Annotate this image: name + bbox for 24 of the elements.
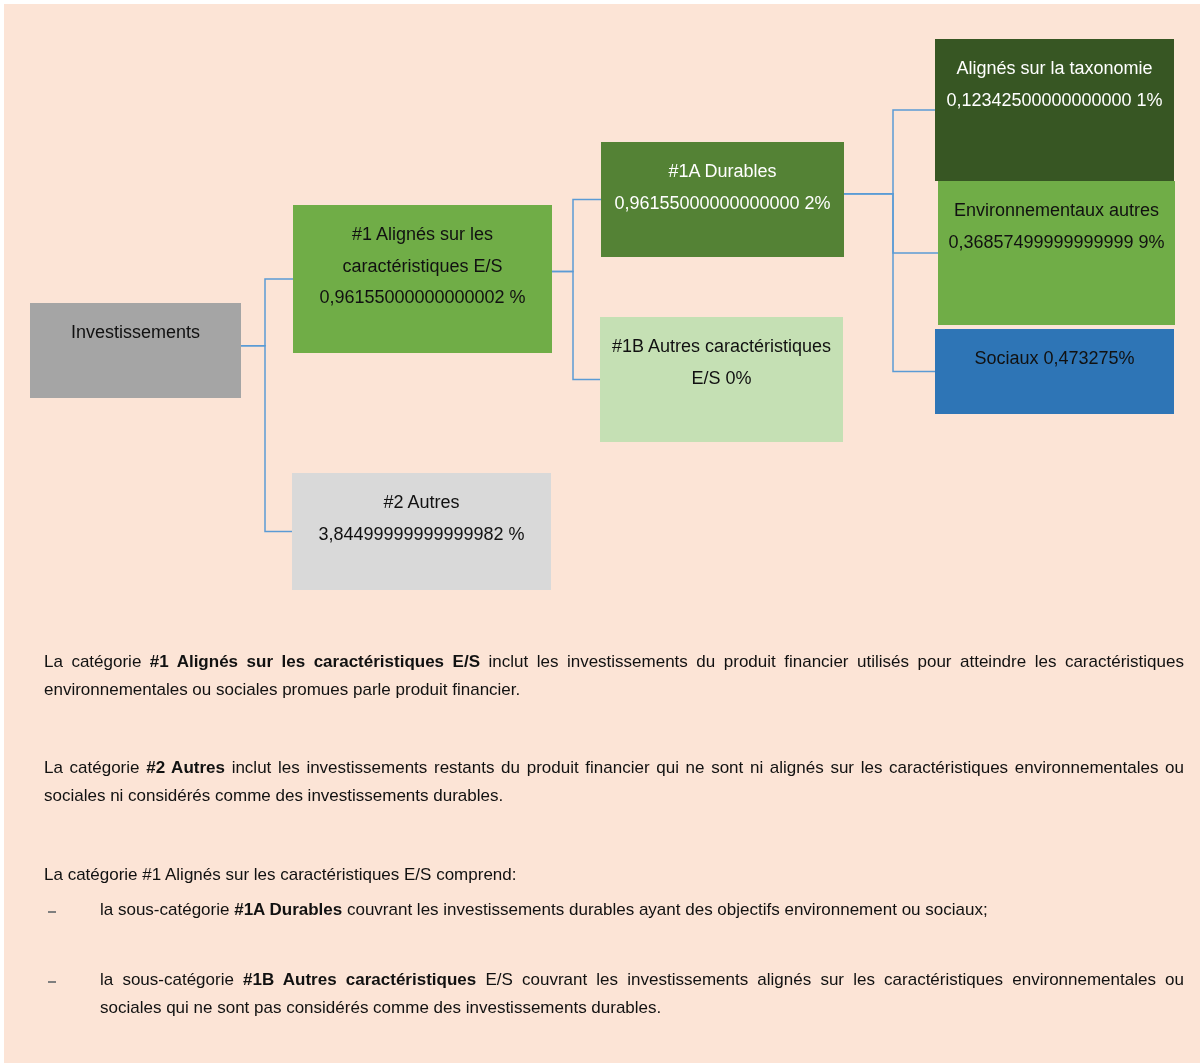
- category-box: [600, 317, 843, 442]
- connector-line: [240, 345, 293, 533]
- node-label: Environnementaux autres 0,36857499999999999 9%: [947, 199, 1166, 254]
- description-paragraph: La catégorie #1 Alignés sur les caractéristiques E/S inclut les investissements du produit financier utilisés pour atteindre les caractéristiques environnementales ou sociales promues parle produit financier.: [44, 651, 1184, 702]
- node-label: #1 Alignés sur les caractéristiques E/S 0,96155000000000002 %: [318, 223, 527, 309]
- connector-line: [843, 193, 936, 373]
- category-box: [293, 205, 552, 353]
- node-label: Sociaux 0,473275%: [973, 347, 1136, 370]
- category-box: [292, 473, 551, 590]
- category-box: [30, 303, 241, 398]
- connector-line: [551, 270, 601, 381]
- node-label: Alignés sur la taxonomie 0,12342500000000000 1%: [945, 57, 1164, 112]
- node-label: #2 Autres 3,84499999999999982 %: [317, 491, 526, 546]
- node-label: #1A Durables 0,96155000000000000 2%: [613, 160, 832, 215]
- node-label: #1B Autres caractéristiques E/S 0%: [610, 335, 833, 390]
- description-paragraph: La catégorie #1 Alignés sur les caractéristiques E/S comprend:: [44, 864, 518, 886]
- category-box: [935, 329, 1174, 414]
- bullet-item: la sous-catégorie #1B Autres caractéristiques E/S couvrant les investissements alignés sur les caractéristiques environnementales ou sociales qui ne sont pas considérés comme des investissements durables.: [100, 969, 1184, 1020]
- category-box: [935, 39, 1174, 181]
- bullet-item: la sous-catégorie #1A Durables couvrant les investissements durables ayant des objectifs environnement ou sociaux;: [100, 899, 989, 921]
- category-box: [601, 142, 844, 257]
- description-paragraph: La catégorie #2 Autres inclut les investissements restants du produit financier qui ne sont ni alignés sur les caractéristiques environnementales ou sociales ni considérés comme des investissements durables.: [44, 757, 1184, 808]
- category-box: [938, 181, 1175, 325]
- node-label: Investissements: [69, 321, 202, 344]
